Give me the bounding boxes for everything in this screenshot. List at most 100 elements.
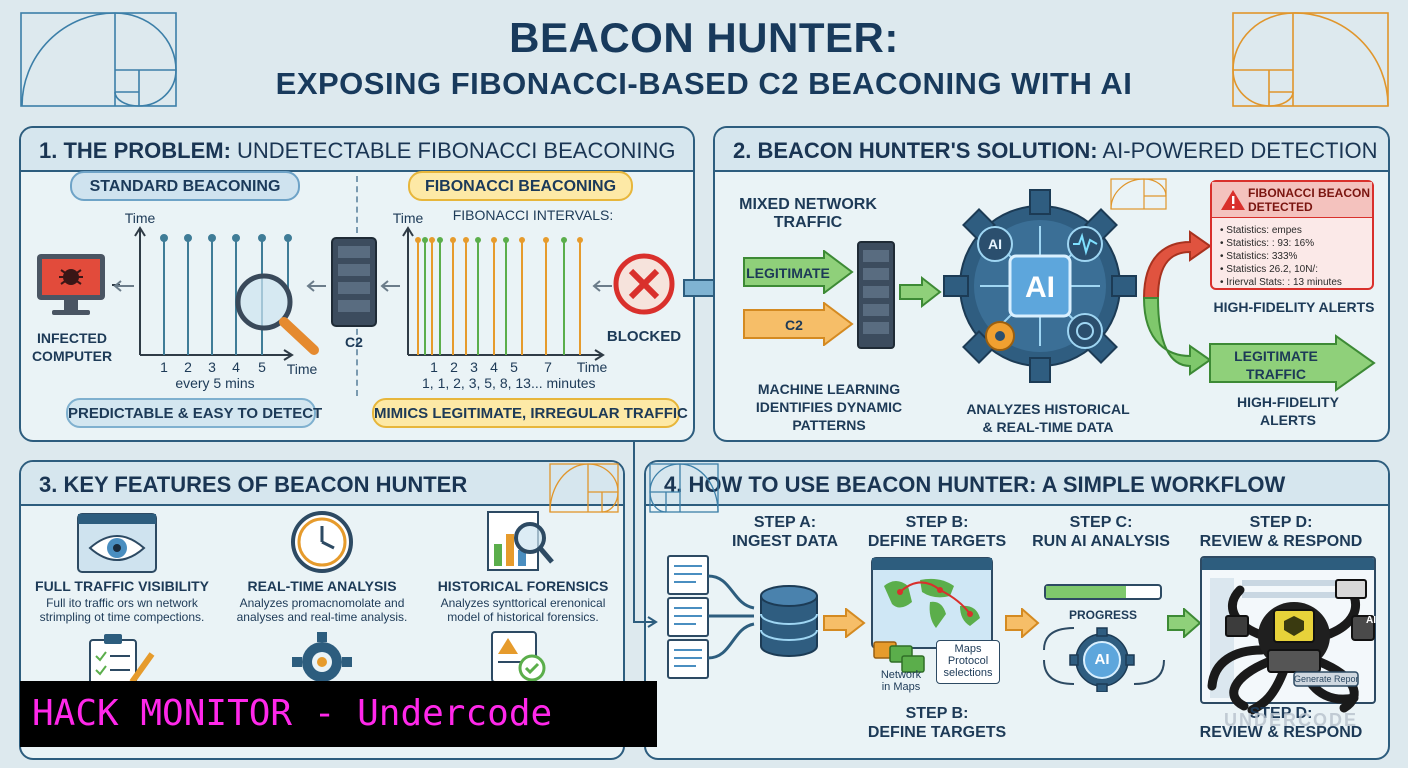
fib-tick-2: 2 [450,359,458,375]
golden-spiral-left-icon [20,12,177,107]
progress-bar [1044,584,1162,600]
maps-protocol-box [936,640,1000,684]
arrow-to-c2 [306,280,326,292]
legit-down-arrow [1142,297,1212,376]
fib-caption: 1, 1, 2, 3, 5, 8, 13... minutes [422,375,596,391]
watermark: UNDERCODE [1224,710,1359,730]
blocked-label: BLOCKED [606,328,682,345]
maps-protocol-label: Maps Protocol selections [943,643,993,679]
fib-intervals-label: FIBONACCI INTERVALS: [452,207,614,223]
database-icon [760,585,818,657]
std-footer-pill: PREDICTABLE & EASY TO DETECT [66,398,322,428]
network-in-maps-label: Network in Maps [880,669,922,693]
fib-footer-pill: MIMICS LEGITIMATE, IRREGULAR TRAFFIC [372,398,688,428]
alert-box: FIBONACCI BEACON DETECTED • Statistics: … [1210,180,1374,290]
standard-timeline [112,226,294,361]
settings-gear-icon [292,632,352,686]
checklist-icon [89,634,155,688]
ai-cycle-label: AI [1094,651,1110,668]
std-time-axis-label: Time [124,210,156,226]
fib-tick-3: 3 [470,359,478,375]
feature-2-desc: Analyzes promacnomolate and analyses and… [236,596,408,624]
step-arrow-a [823,608,866,638]
mixed-traffic-label: MIXED NETWORK TRAFFIC [739,196,877,231]
std-tick-4: 4 [232,359,240,375]
c2-arrow-shape [743,302,854,346]
small-spiral-icon [1110,178,1167,210]
legit-arrow-shape [743,250,854,294]
connector-line [633,442,658,628]
step-c-label: STEP C: RUN AI ANALYSIS [1032,514,1170,550]
octopus-ai-label: AI [1366,615,1376,626]
arrow-to-ai [899,276,942,308]
ai-cycle-icon [1043,627,1165,692]
legit-traffic-label: LEGITIMATE TRAFFIC [1234,348,1318,382]
alert-title: FIBONACCI BEACON DETECTED [1248,186,1370,214]
std-tick-3: 3 [208,359,216,375]
traffic-server-icon [857,241,895,349]
documents-icon [667,555,755,679]
eye-window-icon [77,513,157,573]
hf-alerts-label: HIGH-FIDELITY ALERTS [1213,299,1375,315]
feature-1-title: FULL TRAFFIC VISIBILITY [35,578,209,594]
alert-arrow [1142,230,1212,299]
std-caption: every 5 mins [175,375,255,391]
step-a-label: STEP A: INGEST DATA [731,514,839,550]
features-spiral-icon [549,463,619,513]
fib-tick-4: 4 [490,359,498,375]
fibonacci-beaconing-label: FIBONACCI BEACONING [408,171,633,201]
arrow-to-computer [113,280,134,292]
arrow-c2-right [380,280,400,292]
bottom-step-d-label: STEP D: REVIEW & RESPOND [1199,705,1363,741]
alert-line-1: • Statistics: empes [1220,225,1302,236]
c2-label: C2 [345,334,363,350]
panel-features-header: 3. KEY FEATURES OF BEACON HUNTER [21,462,623,506]
alert-line-3: • Statistics: 333% [1220,251,1298,262]
std-time-x-label: Time [286,361,318,377]
clock-icon [291,511,353,573]
panel-workflow-header: 4. HOW TO USE BEACON HUNTER: A SIMPLE WO… [646,462,1388,506]
blocked-icon [613,253,675,315]
standard-beaconing-label: STANDARD BEACONING [70,171,300,201]
fib-time-axis-label: Time [392,210,424,226]
c2-arrow-label: C2 [785,317,803,333]
hf-alerts2-label: HIGH-FIDELITY ALERTS [1237,394,1339,428]
alert-line-2: • Statistics: : 93: 16% [1220,238,1315,249]
golden-spiral-right-icon [1232,12,1389,107]
feature-3-title: HISTORICAL FORENSICS [437,578,609,594]
map-window-icon [871,557,993,649]
infected-computer-icon [37,254,105,315]
fib-tick-7: 7 [544,359,552,375]
step-d-label: STEP D: REVIEW & RESPOND [1199,514,1363,550]
panel-solution-header: 2. BEACON HUNTER'S SOLUTION: AI-POWERED … [715,128,1388,172]
main-title: BEACON HUNTER: [509,14,899,61]
alert-line-4: • Statistics 26.2, 10N/: [1220,264,1318,275]
legit-arrow-label: LEGITIMATE [746,265,830,281]
c2-server-icon [331,237,377,327]
infected-computer-label: INFECTED COMPUTER [31,330,113,364]
analyzes-text: ANALYZES HISTORICAL & REAL-TIME DATA [966,401,1130,435]
ai-small-label: AI [988,236,1002,252]
main-subtitle: EXPOSING FIBONACCI-BASED C2 BEACONING WI… [275,66,1133,101]
step-arrow-c [1167,608,1202,638]
octopus-hacker-icon [1207,579,1375,715]
magnifier-icon [235,273,319,355]
folders-icon [873,641,925,673]
arrow-to-blocked [592,280,612,292]
hack-monitor-banner: HACK MONITOR - Undercode [20,681,657,747]
generate-report-button[interactable]: Generate Report [1294,674,1358,684]
std-tick-1: 1 [160,359,168,375]
feature-1-desc: Full ito traffic ors wn network strimpli… [39,596,205,624]
alert-line-5: • Irierval Stats: : 13 minutes [1220,277,1342,288]
feature-2-title: REAL-TIME ANALYSIS [247,578,397,594]
panel-problem-header: 1. THE PROBLEM: UNDETECTABLE FIBONACCI B… [21,128,693,172]
warning-icon [1221,190,1245,210]
legit-traffic-arrow [1209,334,1376,392]
feature-3-desc: Analyzes synttorical erenonical model of… [440,596,606,624]
chart-magnifier-icon [487,511,554,571]
fib-tick-5: 5 [510,359,518,375]
workflow-spiral-icon [649,463,719,513]
ai-gear-icon [943,189,1137,383]
step-arrow-b [1005,608,1040,638]
step-b-label: STEP B: DEFINE TARGETS [867,514,1007,550]
